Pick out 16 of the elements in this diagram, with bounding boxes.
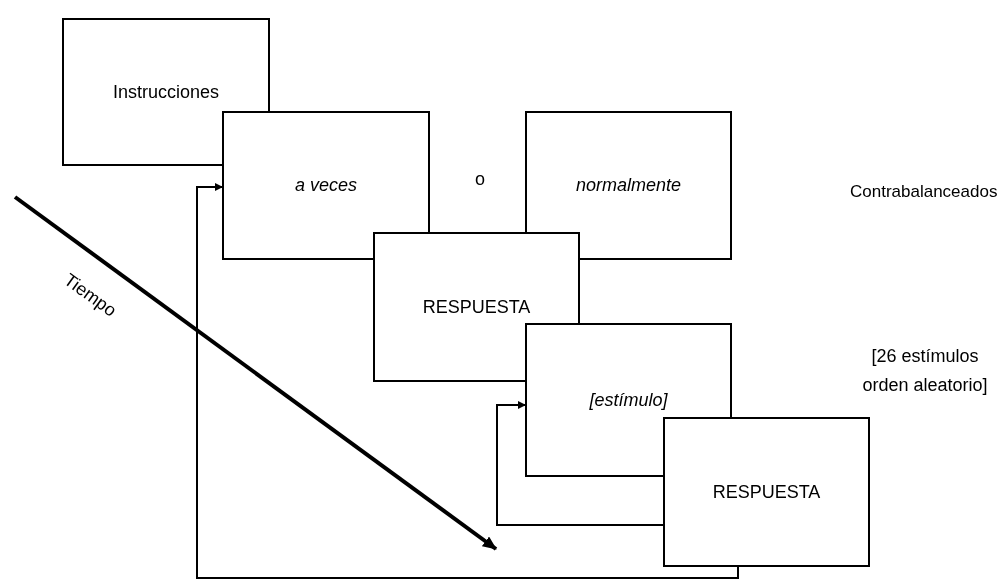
box-text: RESPUESTA xyxy=(712,480,821,504)
screen-box xyxy=(663,417,870,567)
label-text: o xyxy=(474,168,486,191)
loop-arrow xyxy=(496,401,664,526)
box-text: [estímulo] xyxy=(589,388,668,412)
screen-box xyxy=(222,111,430,260)
box-text: a veces xyxy=(294,174,357,197)
box-text: normalmente xyxy=(575,174,681,197)
screen-box xyxy=(525,111,732,260)
screen-box xyxy=(373,232,580,382)
box-text: RESPUESTA xyxy=(422,295,531,319)
label-text: Contrabalanceados xyxy=(850,181,999,203)
loop-arrow xyxy=(196,183,739,579)
label-text: [26 estímulos orden aleatorio] xyxy=(861,345,989,397)
box-text: Instrucciones xyxy=(112,80,220,104)
screen-box xyxy=(62,18,270,166)
